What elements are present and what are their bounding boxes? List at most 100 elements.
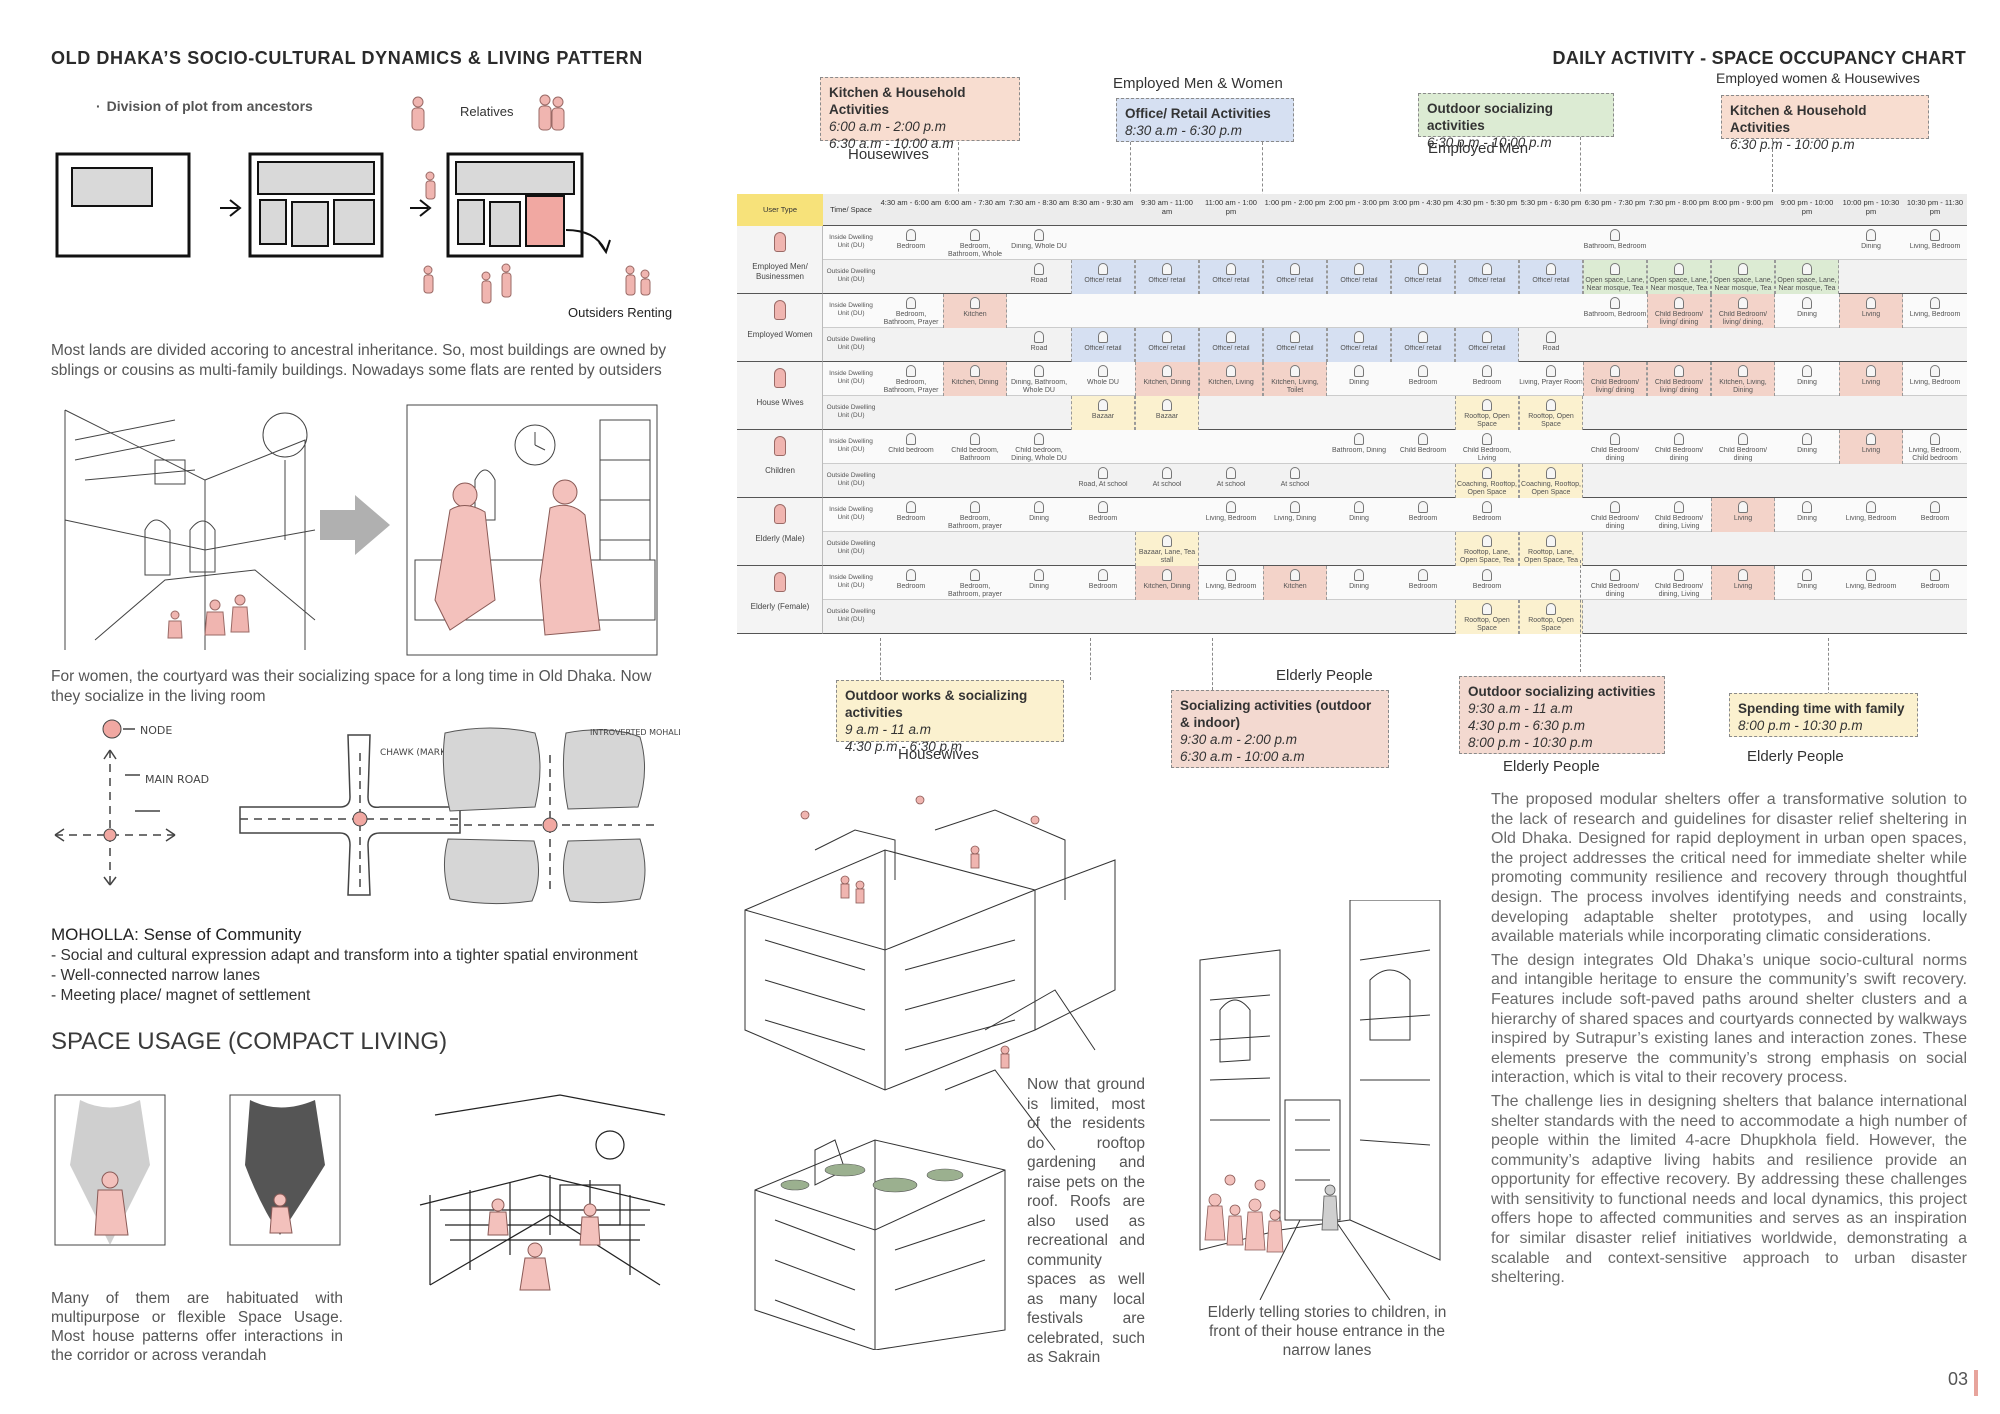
activity-figure-icon (1610, 297, 1620, 309)
chart-heading: DAILY ACTIVITY - SPACE OCCUPANCY CHART (1552, 48, 1966, 68)
activity-figure-icon (1546, 365, 1556, 377)
row-space-label: Outside Dwelling Unit (DU) (826, 268, 876, 283)
activity-figure-icon (1354, 501, 1364, 513)
activity-figure-icon (1034, 365, 1044, 377)
row-space-label: Inside Dwelling Unit (DU) (829, 506, 873, 521)
activity-figure-icon (1034, 229, 1044, 241)
header-time-slot: 5:30 pm - 6:30 pm (1520, 198, 1582, 207)
chart-row (823, 566, 1967, 600)
activity-figure-icon (1098, 365, 1108, 377)
activity-figure-icon (1418, 569, 1428, 581)
plot-division-sketch (55, 94, 651, 304)
activity-cell: Bazaar (1091, 413, 1115, 420)
page-accent-bar (1974, 1370, 1978, 1396)
activity-cell: Child Bedroom (1399, 447, 1447, 454)
activity-figure-icon (1866, 229, 1876, 241)
activity-cell: Bedroom (1088, 515, 1118, 522)
lane-caption: Elderly telling stories to children, in … (1207, 1304, 1447, 1359)
chart-row (823, 532, 1967, 566)
activity-cell: Bedroom, Bathroom, Prayer Room, Dining (883, 379, 939, 394)
activity-figure-icon (1802, 263, 1812, 275)
activity-figure-icon (1418, 331, 1428, 343)
relatives-label: Relatives (460, 104, 514, 119)
activity-cell: Child bedroom (888, 447, 934, 454)
activity-cell: Living, Bedroom, Child bedroom (1908, 447, 1962, 462)
activity-cell: Living, Bedroom (1909, 379, 1961, 386)
space-usage-heading: SPACE USAGE (COMPACT LIVING) (51, 1028, 448, 1055)
activity-cell: Coaching, Rooftop, Open Space (1521, 481, 1581, 496)
activity-figure-icon (1418, 263, 1428, 275)
guide-line (880, 638, 881, 680)
header-time-slot: 8:30 am - 9:30 am (1072, 198, 1134, 207)
activity-figure-icon (1738, 297, 1748, 309)
row-space-label: Outside Dwelling Unit (DU) (826, 540, 876, 555)
activity-figure-icon (1482, 569, 1492, 581)
project-description: The proposed modular shelters offer a tr… (1491, 790, 1967, 1288)
activity-figure-icon (906, 297, 916, 309)
cell-fill (1135, 532, 1199, 566)
activity-cell: At school (1280, 481, 1310, 488)
activity-cell: Living, Bedroom (1205, 583, 1257, 590)
rooftop-caption: Now that ground is limited, most of the … (1027, 1076, 1145, 1366)
guide-line (1212, 638, 1213, 690)
activity-cell: Rooftop, Lane, Open Space, Tea stall (1460, 549, 1514, 564)
activity-figure-icon (1866, 501, 1876, 513)
activity-cell: Bedroom, Bathroom, Whole DU (947, 243, 1003, 258)
moholla-point: - Well-connected narrow lanes (51, 967, 261, 984)
activity-figure-icon (906, 569, 916, 581)
activity-figure-icon (1034, 433, 1044, 445)
activity-figure-icon (1930, 365, 1940, 377)
activity-cell: Child Bedroom/ dining (1590, 583, 1640, 598)
guide-line (1130, 142, 1131, 202)
header-time-slot: 6:00 am - 7:30 am (944, 198, 1006, 207)
activity-cell: Dining (1797, 379, 1817, 386)
activity-figure-icon (1802, 501, 1812, 513)
row-space-label: Inside Dwelling Unit (DU) (829, 302, 873, 317)
activity-cell: Living (1733, 515, 1753, 522)
activity-cell: Living, Bedroom (1909, 311, 1961, 318)
activity-figure-icon (1418, 433, 1428, 445)
activity-figure-icon (1930, 501, 1940, 513)
activity-figure-icon (906, 433, 916, 445)
user-type-label: Elderly (Male) (755, 534, 805, 543)
activity-cell: Child Bedroom/ living/ dining, Kitchen (1718, 311, 1768, 326)
activity-figure-icon (1866, 365, 1876, 377)
activity-figure-icon (1290, 263, 1300, 275)
header-time-slot: 9:30 am - 11:00 am (1141, 198, 1193, 216)
callout-outdoor-evening: Outdoor socializing activities 6:30 p.m … (1418, 93, 1614, 150)
activity-cell: Dining, Bathroom, Whole DU (1010, 379, 1068, 394)
moholla-point: - Social and cultural expression adapt a… (51, 947, 638, 964)
callout-kitchen-evening: Kitchen & Household Activities 6:30 p.m … (1721, 95, 1929, 152)
activity-cell: Bedroom (1408, 379, 1438, 386)
activity-cell: Bedroom, Bathroom, prayer room (947, 515, 1003, 530)
activity-figure-icon (1098, 399, 1108, 411)
activity-figure-icon (1034, 263, 1044, 275)
activity-figure-icon (1610, 365, 1620, 377)
activity-figure-icon (1674, 263, 1684, 275)
header-time-slot: 7:30 am - 8:30 am (1008, 198, 1070, 207)
activity-figure-icon (1098, 263, 1108, 275)
activity-figure-icon (1546, 603, 1556, 615)
activity-figure-icon (1546, 467, 1556, 479)
activity-figure-icon (970, 569, 980, 581)
activity-figure-icon (1866, 569, 1876, 581)
activity-figure-icon (1162, 331, 1172, 343)
who-employed-women-housewives: Employed women & Housewives (1716, 70, 1920, 86)
activity-cell: Office/ retail (1084, 345, 1122, 352)
activity-figure-icon (1866, 297, 1876, 309)
activity-figure-icon (1098, 331, 1108, 343)
activity-cell: Child bedroom, Dining, Whole DU (1011, 447, 1067, 462)
activity-cell: Dining (1349, 515, 1369, 522)
activity-figure-icon (1354, 433, 1364, 445)
activity-figure-icon (1482, 535, 1492, 547)
user-type-label: Employed Women (747, 330, 813, 339)
who-employed-men: Employed Men (1428, 140, 1529, 157)
header-time-slot: 3:00 pm - 4:30 pm (1392, 198, 1454, 207)
activity-figure-icon (1418, 365, 1428, 377)
activity-cell: Kitchen (963, 311, 987, 318)
user-type-label: House Wives (756, 398, 804, 407)
description-paragraph: The proposed modular shelters offer a tr… (1491, 791, 1967, 946)
cell-fill (1519, 464, 1583, 498)
activity-cell: Bedroom (1920, 515, 1950, 522)
header-time-slot: 7:30 pm - 8:00 pm (1648, 198, 1710, 207)
